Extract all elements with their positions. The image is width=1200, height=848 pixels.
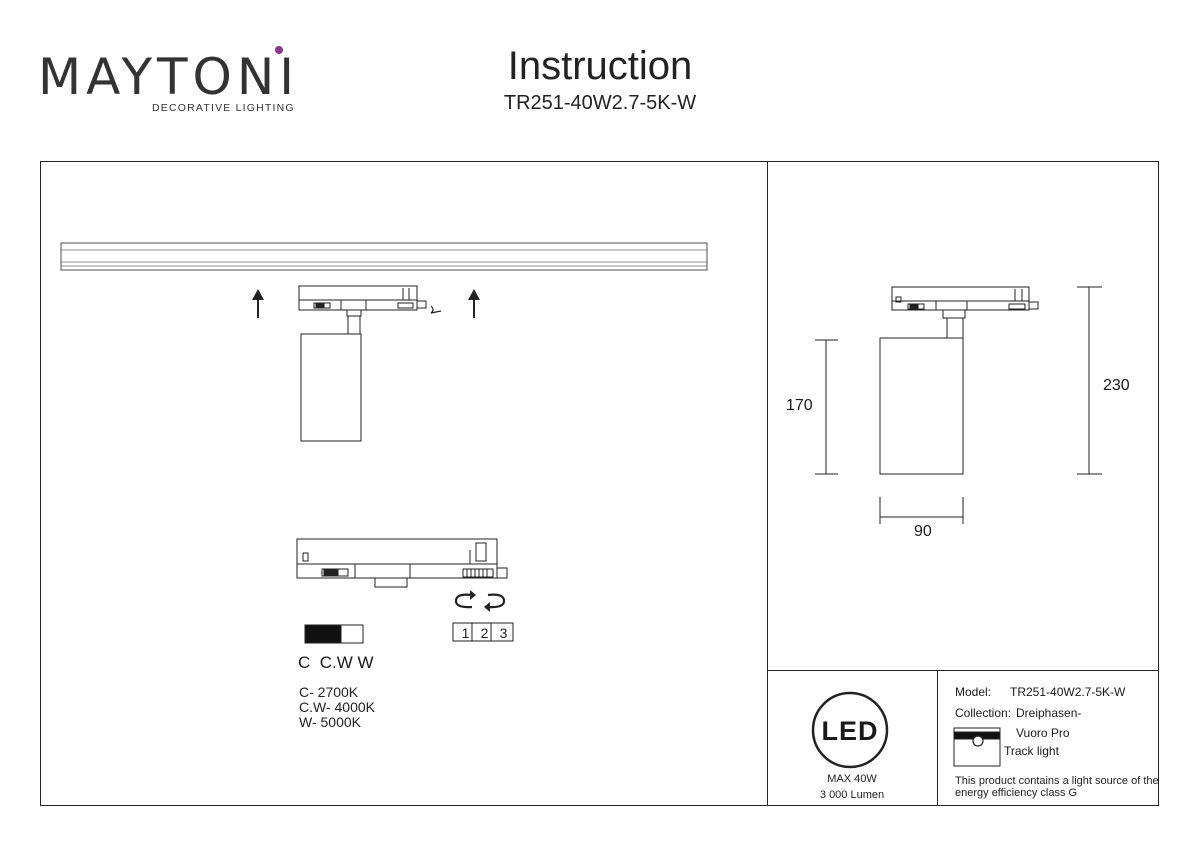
switch-position-labels: C C.W W — [298, 653, 374, 672]
dimension-170: 170 — [786, 397, 813, 414]
rotate-arrows-icon — [454, 590, 506, 612]
phase-number-1: 1 — [461, 625, 470, 641]
energy-note-line1: This product contains a light source of … — [955, 775, 1159, 787]
document-title: Instruction — [507, 44, 693, 88]
model-value: TR251-40W2.7-5K-W — [1010, 685, 1126, 699]
up-arrow-left-icon — [252, 289, 264, 318]
adapter-detail-drawing — [296, 538, 508, 588]
brand-logo-dot — [275, 46, 283, 54]
led-badge-text: LED — [821, 716, 879, 746]
up-arrow-right-icon — [468, 289, 480, 318]
info-divider-vertical — [937, 670, 938, 806]
color-temp-c: C- 2700K — [299, 684, 359, 700]
product-type: Track light — [1004, 744, 1059, 758]
dimension-drawing — [815, 286, 1102, 524]
energy-note-line2: energy efficiency class G — [955, 787, 1078, 799]
led-badge-circle — [811, 691, 889, 769]
phase-number-2: 2 — [480, 625, 489, 641]
dimension-90: 90 — [914, 523, 932, 540]
content-frame — [40, 161, 1159, 806]
collection-value-line1: Dreiphasen- — [1016, 706, 1082, 720]
track-rail-drawing — [60, 242, 708, 271]
color-temp-w: W- 5000K — [299, 714, 361, 730]
lumen-output: 3 000 Lumen — [819, 789, 885, 801]
model-label: Model: — [955, 685, 992, 699]
phase-selector-box — [452, 622, 514, 642]
color-temp-cw: C.W- 4000K — [299, 699, 375, 715]
phase-number-row: 1 2 3 — [456, 624, 516, 642]
spotlight-installation-drawing — [298, 285, 442, 442]
track-light-icon — [953, 727, 1001, 767]
cct-switch-icon — [304, 624, 364, 644]
dimension-230: 230 — [1103, 377, 1130, 394]
phase-number-3: 3 — [499, 625, 508, 641]
model-code-heading: TR251-40W2.7-5K-W — [503, 92, 697, 114]
brand-logo-text: MAYTONI — [38, 48, 300, 106]
collection-value-line2: Vuoro Pro — [1016, 726, 1070, 740]
collection-label: Collection: — [955, 706, 1012, 720]
brand-tagline: DECORATIVE LIGHTING — [152, 102, 295, 114]
max-power: MAX 40W — [827, 773, 877, 785]
panel-divider-vertical — [767, 161, 768, 806]
panel-divider-horizontal — [767, 670, 1159, 671]
